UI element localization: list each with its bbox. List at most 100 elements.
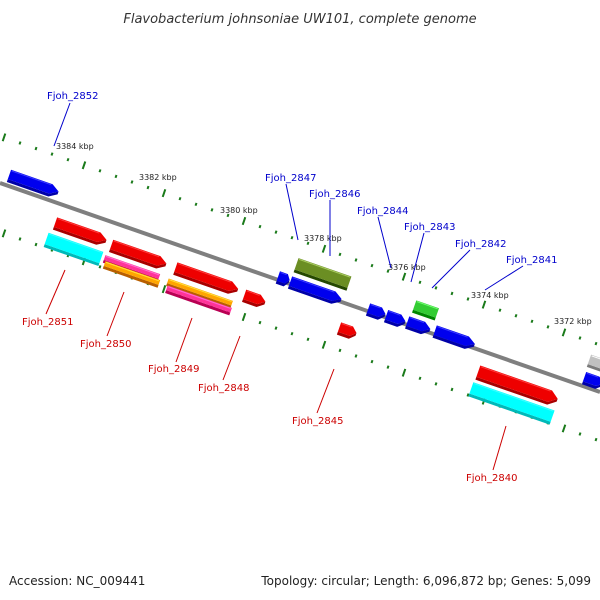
gene-feature-body: [587, 354, 600, 370]
leader-line: [45, 269, 66, 315]
gene-feature-fjoh-2849-gene[interactable]: [173, 262, 240, 296]
gene-label-fjoh-2848[interactable]: Fjoh_2848: [198, 383, 249, 394]
scale-tick: [66, 157, 70, 162]
gene-feature-highlight: [298, 258, 351, 278]
gene-feature-body: [406, 316, 431, 332]
scale-label: 3378 kbp: [304, 234, 342, 243]
page-title: Flavobacterium johnsoniae UW101, complet…: [123, 12, 476, 27]
gene-feature-highlight: [105, 255, 160, 276]
scale-tick: [34, 242, 38, 247]
scale-tick: [98, 169, 102, 173]
gene-label-fjoh-2842[interactable]: Fjoh_2842: [455, 239, 506, 250]
gene-label-fjoh-2844[interactable]: Fjoh_2844: [357, 206, 408, 217]
scale-tick: [81, 161, 87, 170]
gene-feature-body: [174, 262, 239, 291]
scale-tick: [466, 393, 470, 397]
scale-tick: [34, 146, 38, 151]
scale-tick: [594, 341, 598, 346]
scale-tick: [561, 424, 567, 433]
leader-lines: [45, 102, 524, 471]
gene-feature-fjoh-2848[interactable]: [241, 289, 267, 310]
gene-feature-shadow: [293, 269, 348, 291]
gene-feature-body: [44, 232, 104, 264]
gene-feature-highlight: [370, 304, 381, 309]
scale-tick: [1, 133, 7, 142]
gene-label-fjoh-2849[interactable]: Fjoh_2849: [148, 364, 199, 375]
scale-tick: [194, 202, 198, 207]
gene-feature-body: [109, 239, 167, 266]
gene-feature-fjoh-2845[interactable]: [336, 322, 358, 340]
gene-label-fjoh-2846[interactable]: Fjoh_2846: [309, 189, 360, 200]
gene-feature-fjoh-2844-a[interactable]: [365, 303, 387, 321]
scale-label: 3384 kbp: [56, 142, 94, 151]
gene-feature-shadow: [581, 381, 600, 389]
gene-feature-fjoh-2843-rna[interactable]: [412, 300, 439, 321]
gene-feature-highlight: [169, 279, 232, 302]
gene-feature-fjoh-2851-cds[interactable]: [43, 232, 104, 267]
gene-feature-shadow: [365, 312, 386, 320]
scale-tick: [241, 312, 247, 322]
gene-feature-shadow: [475, 376, 558, 405]
gene-feature-right-edge-grey[interactable]: [586, 354, 600, 373]
gene-feature-fjoh-2847-b[interactable]: [287, 276, 343, 306]
gene-label-fjoh-2843[interactable]: Fjoh_2843: [404, 222, 455, 233]
gene-feature-shadow: [6, 179, 59, 197]
leader-line: [285, 183, 299, 241]
leader-line: [53, 102, 71, 147]
scale-tick: [578, 432, 582, 436]
gene-label-fjoh-2850[interactable]: Fjoh_2850: [80, 339, 131, 350]
scale-tick: [338, 252, 342, 257]
scale-tick: [274, 326, 278, 330]
accession-label: Accession: NC_009441: [9, 574, 145, 588]
scale-tick: [306, 337, 310, 342]
gene-feature-body: [294, 258, 352, 288]
scale-label: 3372 kbp: [554, 317, 592, 326]
gene-feature-fjoh-2843[interactable]: [405, 316, 432, 336]
gene-feature-fjoh-2842[interactable]: [432, 325, 477, 351]
gene-feature-fjoh-2840-gene[interactable]: [475, 365, 559, 408]
gene-label-fjoh-2847[interactable]: Fjoh_2847: [265, 173, 316, 184]
gene-label-fjoh-2840[interactable]: Fjoh_2840: [466, 473, 517, 484]
scale-tick: [241, 216, 247, 226]
gene-feature-body: [103, 261, 161, 285]
gene-feature-right-edge-blue[interactable]: [581, 371, 600, 391]
scale-tick: [434, 286, 438, 290]
gene-feature-fjoh-2850-gene[interactable]: [108, 239, 168, 271]
gene-feature-highlight: [437, 326, 468, 338]
gene-feature-fjoh-2847-a[interactable]: [275, 271, 292, 287]
gene-feature-fjoh-2849-cds2[interactable]: [165, 285, 232, 316]
gene-feature-shadow: [102, 265, 159, 288]
gene-feature-shadow: [336, 331, 357, 339]
gene-feature-fjoh-2846[interactable]: [293, 258, 352, 291]
scale-tick: [290, 235, 294, 240]
gene-feature-fjoh-2844-b[interactable]: [383, 309, 407, 329]
scale-tick: [258, 224, 262, 229]
gene-feature-fjoh-2852[interactable]: [6, 169, 60, 199]
scale-tick: [354, 354, 358, 358]
gene-label-fjoh-2851[interactable]: Fjoh_2851: [22, 317, 73, 328]
gene-feature-shadow: [432, 334, 475, 349]
scale-tick: [594, 437, 598, 442]
gene-feature-shadow: [468, 393, 551, 425]
gene-feature-highlight: [168, 286, 231, 309]
gene-label-fjoh-2841[interactable]: Fjoh_2841: [506, 255, 557, 266]
scale-label: 3376 kbp: [388, 263, 426, 272]
gene-feature-body: [582, 371, 600, 387]
gene-feature-body: [413, 300, 439, 318]
leader-line: [410, 232, 425, 283]
gene-label-fjoh-2845[interactable]: Fjoh_2845: [292, 416, 343, 427]
gene-feature-fjoh-2850-cds2[interactable]: [102, 261, 161, 288]
gene-feature-highlight: [49, 233, 103, 253]
gene-labels-bottom: Fjoh_2851 Fjoh_2850 Fjoh_2849 Fjoh_2848 …: [22, 317, 517, 484]
scale-tick: [146, 185, 150, 190]
gene-feature-highlight: [591, 355, 600, 361]
gene-feature-highlight: [177, 263, 232, 283]
gene-label-fjoh-2852[interactable]: Fjoh_2852: [47, 91, 98, 102]
scale-tick: [130, 180, 134, 184]
gene-feature-highlight: [416, 301, 438, 310]
scale-label: 3374 kbp: [471, 291, 509, 300]
scale-label: 3382 kbp: [139, 173, 177, 182]
leader-line: [106, 291, 125, 337]
gene-feature-fjoh-2851-gene[interactable]: [52, 217, 108, 247]
gene-feature-fjoh-2840-cds[interactable]: [468, 382, 555, 425]
